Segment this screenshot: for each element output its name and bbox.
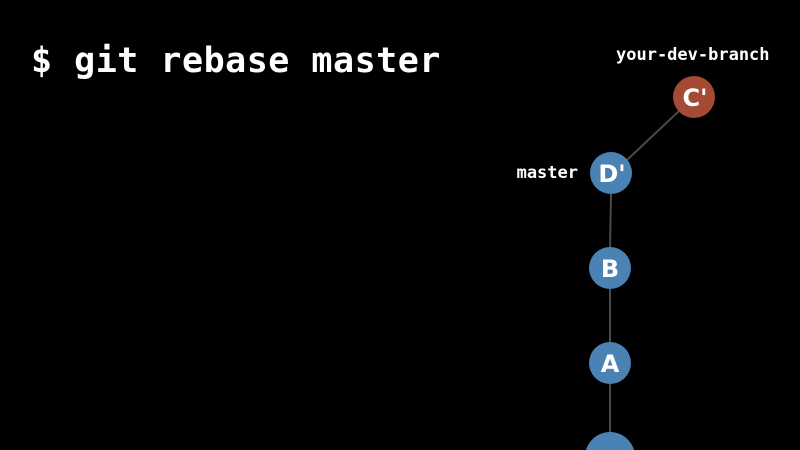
commit-label-c-prime: C' (683, 84, 708, 112)
commit-node-root-partial[interactable] (585, 432, 635, 450)
commit-label-d-prime: D' (598, 160, 625, 188)
commit-label-b: B (601, 255, 619, 283)
commit-node-c-prime[interactable] (673, 76, 715, 118)
page-title: $ git rebase master (31, 41, 441, 81)
branch-ref-master[interactable]: master (516, 163, 578, 183)
commit-node-a[interactable] (589, 342, 631, 384)
commit-node-d-prime[interactable] (590, 152, 632, 194)
edge-b-to-dprime (609, 193, 612, 248)
edge-dprime-to-cprime (626, 110, 680, 161)
commit-label-a: A (601, 350, 620, 378)
commit-node-b[interactable] (589, 247, 631, 289)
branch-ref-your-dev-branch[interactable]: your-dev-branch (616, 45, 770, 65)
